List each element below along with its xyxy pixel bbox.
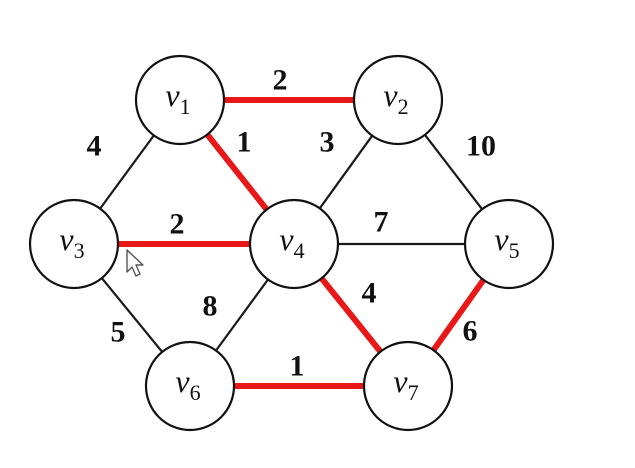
node-circle-v5 (463, 198, 555, 290)
node-label-base: v (165, 77, 180, 113)
edge-weight-v2-v5: 10 (466, 130, 496, 163)
node-v4: v4 (248, 198, 340, 290)
edge-v4-v6 (215, 278, 269, 352)
node-label-base: v (59, 221, 74, 257)
edge-v3-v6 (100, 277, 164, 353)
node-v7: v7 (362, 340, 454, 432)
node-v1: v1 (134, 54, 226, 146)
edge-weight-v1-v4: 1 (237, 126, 252, 159)
node-label-base: v (393, 363, 408, 399)
edge-weight-v6-v7: 1 (290, 350, 305, 383)
node-label-subscript: 7 (408, 380, 419, 405)
node-label-v5: v5 (494, 221, 519, 263)
node-label-v4: v4 (279, 221, 304, 263)
node-label-subscript: 6 (190, 380, 201, 405)
node-label-subscript: 4 (294, 238, 305, 263)
node-v6: v6 (144, 340, 236, 432)
node-label-subscript: 5 (509, 238, 520, 263)
node-circle-v3 (28, 198, 120, 290)
node-label-base: v (175, 363, 190, 399)
edge-weight-v2-v4: 3 (320, 126, 335, 159)
node-label-v2: v2 (383, 77, 408, 119)
edge-v2-v5 (424, 134, 483, 210)
node-circle-v4 (248, 198, 340, 290)
node-label-base: v (494, 221, 509, 257)
edge-weight-v4-v5: 7 (374, 206, 389, 239)
node-label-v6: v6 (175, 363, 200, 405)
node-v5: v5 (463, 198, 555, 290)
edge-weight-v4-v6: 8 (203, 290, 218, 323)
edge-weight-v3-v6: 5 (111, 316, 126, 349)
edge-weight-v1-v2: 2 (273, 64, 288, 97)
edge-v1-v4-highlighted (204, 132, 270, 212)
edge-v2-v4 (318, 135, 374, 209)
node-circle-v1 (134, 54, 226, 146)
edge-v1-v3 (99, 134, 155, 210)
edge-v5-v7-highlighted (431, 278, 486, 352)
node-label-base: v (383, 77, 398, 113)
node-circle-v2 (352, 54, 444, 146)
node-label-v3: v3 (59, 221, 84, 263)
node-v3: v3 (28, 198, 120, 290)
node-label-v1: v1 (165, 77, 190, 119)
edges-layer (99, 97, 486, 389)
edge-weight-v5-v7: 6 (463, 315, 478, 348)
node-label-subscript: 3 (74, 238, 85, 263)
edge-weight-v4-v7: 4 (362, 277, 377, 310)
node-label-subscript: 2 (398, 94, 409, 119)
node-circle-v7 (362, 340, 454, 432)
node-label-base: v (279, 221, 294, 257)
node-label-v7: v7 (393, 363, 418, 405)
node-v2: v2 (352, 54, 444, 146)
edge-weight-v1-v3: 4 (87, 130, 102, 163)
node-circle-v6 (144, 340, 236, 432)
arrow-pointer-icon (126, 249, 144, 277)
edge-weight-v3-v4: 2 (170, 208, 185, 241)
edge-v4-v7-highlighted (319, 276, 383, 354)
edge-weights-layer: 2 4 1 3 10 2 5 7 8 4 6 1 (87, 64, 497, 383)
node-label-subscript: 1 (180, 94, 191, 119)
